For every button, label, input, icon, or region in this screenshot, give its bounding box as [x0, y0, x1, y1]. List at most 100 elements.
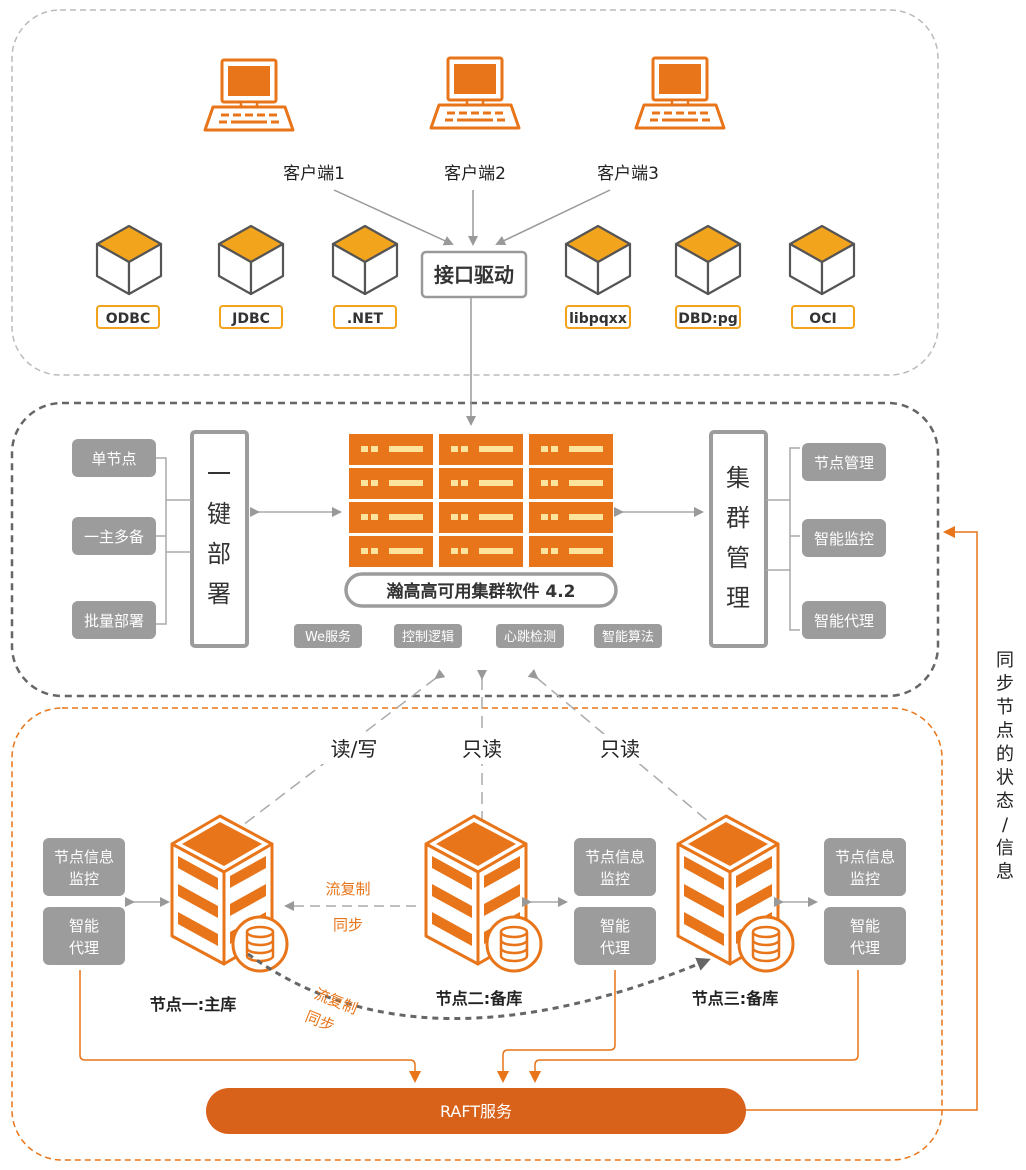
client-2-computer-icon	[429, 56, 521, 130]
node3-monitor-box: 节点信息 监控	[824, 838, 906, 896]
deploy-char-2: 键	[207, 500, 231, 528]
sync-label-char: 态	[996, 791, 1014, 812]
driver-label-oci: OCI	[791, 305, 855, 329]
deploy-option-single	[72, 439, 156, 477]
feature-heartbeat	[496, 624, 564, 648]
svg-text:.NET: .NET	[347, 311, 384, 327]
svg-text:控制逻辑: 控制逻辑	[402, 630, 454, 645]
driver-label-libpqxx: libpqxx	[565, 305, 631, 329]
node3-agent-box: 智能 代理	[824, 907, 906, 965]
client-1-arrow	[333, 189, 454, 246]
feature-web-service	[294, 624, 362, 648]
sync-label-char: /	[1002, 815, 1009, 836]
sync-label-char: 信	[996, 838, 1014, 859]
driver-label-odbc: ODBC	[96, 305, 160, 329]
svg-text:批量部署: 批量部署	[84, 612, 144, 630]
node1-monitor-line1: 节点信息	[54, 848, 114, 866]
node1-monitor-box: 节点信息 监控	[43, 838, 125, 896]
node2-agent-to-raft	[497, 970, 616, 1083]
sync-label-char: 同	[996, 650, 1014, 671]
mgmt-char-2: 群	[726, 504, 750, 532]
node1-agent-to-raft	[79, 970, 421, 1083]
oci-cube-icon	[788, 224, 856, 296]
sync-label-char: 步	[996, 674, 1014, 695]
svg-text:节点信息: 节点信息	[54, 848, 114, 866]
replication-label-1b: 同步	[333, 916, 363, 934]
client-3-arrow	[495, 189, 611, 246]
node2-db-server-icon	[424, 814, 543, 973]
sync-label-char: 的	[996, 744, 1014, 765]
driver-label-dotnet: .NET	[333, 305, 397, 329]
svg-text:DBD:pg: DBD:pg	[678, 311, 738, 327]
mgmt-option-node-mgmt	[802, 443, 886, 481]
svg-text:节点信息: 节点信息	[835, 848, 895, 866]
svg-text:监控: 监控	[69, 870, 99, 888]
deploy-char-1: 一	[207, 460, 231, 488]
svg-text:ODBC: ODBC	[106, 311, 150, 327]
access-read-only-1: 只读	[462, 737, 502, 761]
access-read-only-2: 只读	[600, 737, 640, 761]
sync-label-char: 点	[996, 721, 1014, 742]
svg-text:智能监控: 智能监控	[814, 530, 874, 548]
dotnet-cube-icon	[331, 224, 399, 296]
feature-smart-algorithm	[594, 624, 662, 648]
cluster-software-region	[10, 401, 940, 698]
node1-label: 节点一:主库	[150, 995, 236, 1014]
interface-driver-box	[420, 250, 528, 299]
client-1-computer-icon	[203, 58, 295, 132]
sync-label-char: 状	[996, 768, 1014, 789]
svg-text:JDBC: JDBC	[231, 311, 270, 327]
svg-text:We服务: We服务	[305, 629, 351, 645]
svg-text:代理: 代理	[600, 939, 630, 957]
svg-text:监控: 监控	[600, 870, 630, 888]
node1-db-server-icon	[170, 814, 289, 973]
svg-text:代理: 代理	[850, 939, 880, 957]
deploy-option-one-master	[72, 517, 156, 555]
svg-text:智能代理: 智能代理	[814, 612, 874, 630]
svg-text:节点管理: 节点管理	[814, 454, 874, 472]
one-click-deploy-box	[190, 430, 249, 648]
deploy-connector	[156, 457, 192, 625]
software-label-box	[344, 572, 618, 608]
svg-text:智能: 智能	[600, 917, 630, 935]
sync-state-line	[746, 526, 978, 1111]
node2-agent-box: 智能 代理	[574, 907, 656, 965]
node2-label: 节点二:备库	[436, 989, 522, 1008]
jdbc-cube-icon	[217, 224, 285, 296]
mgmt-option-smart-monitor	[802, 519, 886, 557]
client-3-label: 客户端3	[597, 164, 659, 184]
node3-db-server-icon	[676, 814, 795, 973]
driver-label-dbdpg: DBD:pg	[675, 305, 741, 329]
node2-monitor-box: 节点信息 监控	[574, 838, 656, 896]
svg-text:一主多备: 一主多备	[84, 528, 144, 546]
deploy-char-4: 署	[207, 580, 231, 608]
node1-agent-box: 智能 代理	[43, 907, 125, 965]
client-region	[11, 9, 939, 376]
access-read-write: 读/写	[331, 737, 378, 761]
replication-arrow-node3	[247, 952, 711, 1021]
node3-agent-to-raft	[529, 970, 859, 1083]
client-1-label: 客户端1	[283, 164, 345, 184]
mgmt-char-4: 理	[726, 584, 750, 612]
feature-control-logic	[394, 624, 462, 648]
interface-driver-label: 接口驱动	[434, 263, 514, 287]
svg-text:监控: 监控	[850, 870, 880, 888]
deploy-option-batch	[72, 601, 156, 639]
node3-label: 节点三:备库	[692, 989, 778, 1008]
software-label: 瀚高高可用集群软件 4.2	[385, 581, 575, 602]
mgmt-char-3: 管	[726, 544, 750, 572]
sync-label-char: 息	[996, 862, 1014, 883]
svg-text:节点信息: 节点信息	[585, 848, 645, 866]
svg-text:智能算法: 智能算法	[602, 630, 654, 645]
svg-text:智能: 智能	[69, 917, 99, 935]
mgmt-char-1: 集	[726, 464, 750, 492]
mgmt-option-smart-agent	[802, 601, 886, 639]
replication-label-2b: 同步	[303, 1007, 338, 1035]
sync-label-char: 节	[996, 697, 1014, 718]
deploy-char-3: 部	[207, 540, 231, 568]
server-rack-icon	[349, 434, 613, 567]
svg-text:智能: 智能	[850, 917, 880, 935]
node1-access-arrow	[224, 669, 446, 840]
